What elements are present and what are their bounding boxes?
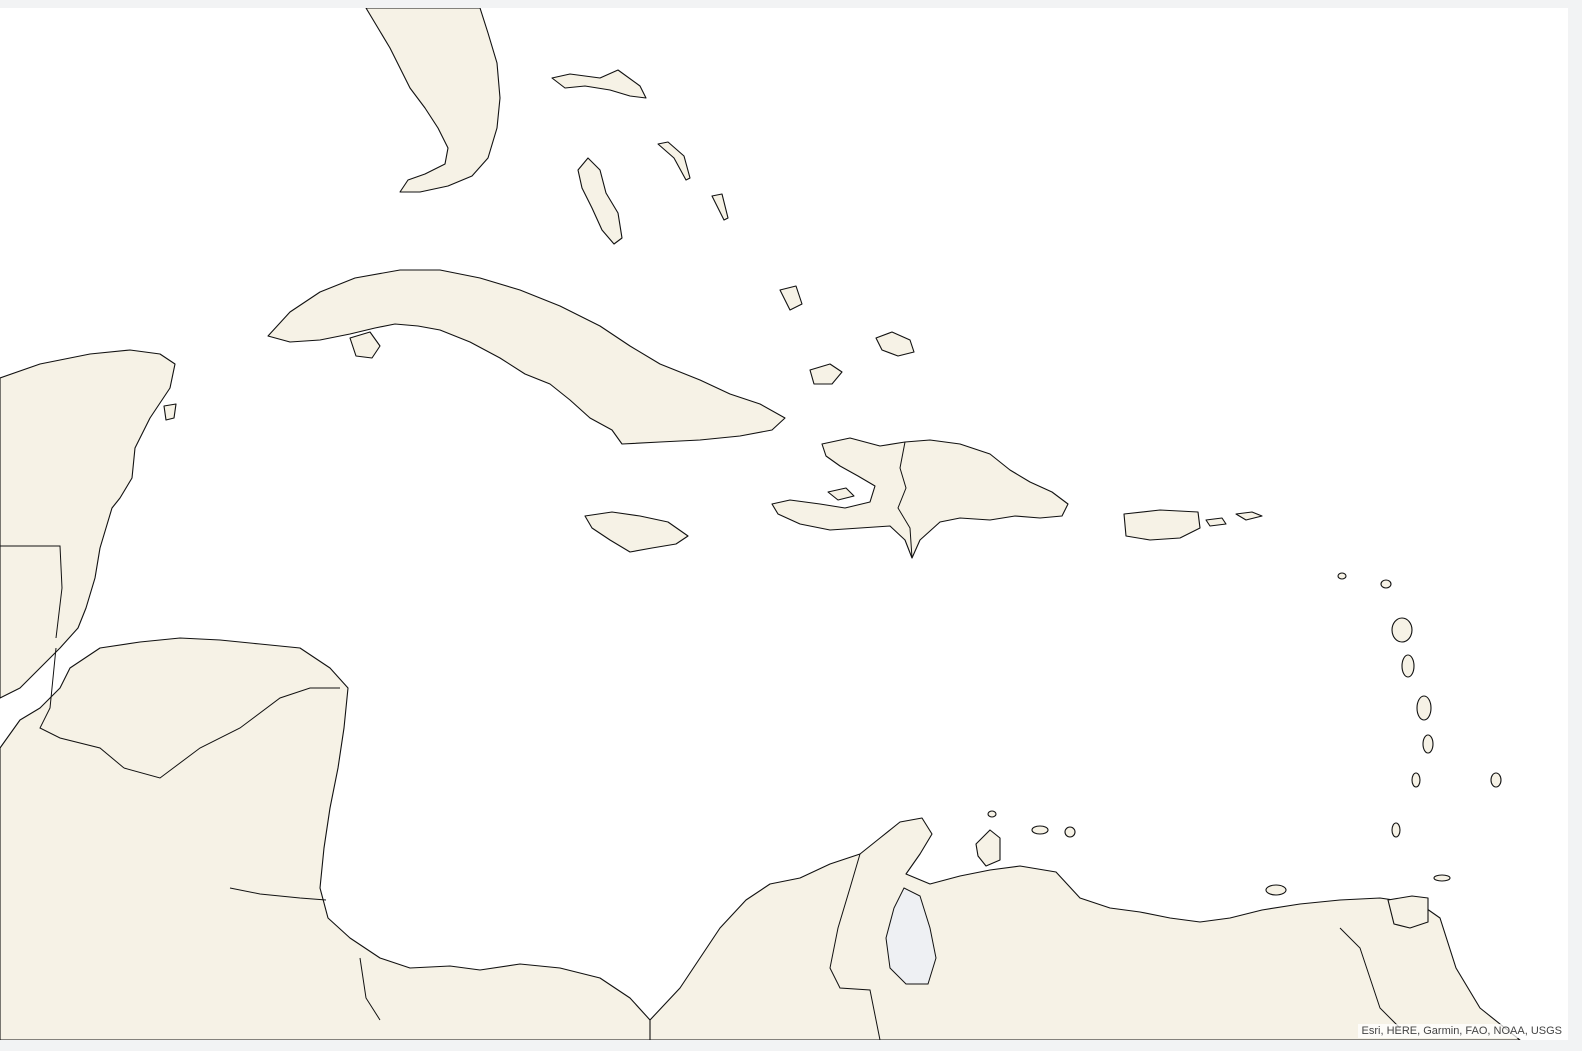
border-honduras-nicaragua xyxy=(123,687,340,779)
land-hispaniola xyxy=(771,437,1069,559)
land-margarita xyxy=(1265,884,1287,896)
border-costarica-panama xyxy=(359,957,381,1021)
land-cozumel xyxy=(163,403,177,421)
border-guatemala-honduras xyxy=(39,647,125,769)
land-yucatan xyxy=(0,349,176,699)
land-cuba xyxy=(267,269,786,445)
land-martinique xyxy=(1416,695,1432,721)
land-dominica xyxy=(1401,654,1415,678)
land-vieques xyxy=(1205,517,1227,527)
land-curacao xyxy=(1031,825,1049,835)
border-nicaragua-costarica xyxy=(229,887,327,901)
border-colombia-venezuela xyxy=(829,853,881,1040)
border-mexico-belize xyxy=(0,545,63,639)
land-eleuthera xyxy=(657,141,691,181)
land-florida xyxy=(365,8,501,193)
land-andros xyxy=(577,157,623,245)
land-jamaica xyxy=(584,511,689,553)
land-grand-bahama xyxy=(551,69,647,99)
land-barbados xyxy=(1490,772,1502,788)
border-haiti-dr xyxy=(897,441,913,559)
land-south-america xyxy=(649,817,1521,1040)
land-turks-caicos xyxy=(875,331,915,357)
land-st-kitts xyxy=(1337,572,1347,580)
window-edge-right xyxy=(1568,0,1582,1051)
land-long-island xyxy=(711,193,729,221)
land-tobago xyxy=(1433,874,1451,882)
land-st-lucia xyxy=(1422,734,1434,754)
map-viewport[interactable]: Esri, HERE, Garmin, FAO, NOAA, USGS xyxy=(0,8,1568,1040)
land-inagua xyxy=(809,363,843,385)
land-isla-juventud xyxy=(349,331,381,359)
land-guadeloupe xyxy=(1391,617,1413,643)
land-bonaire xyxy=(1064,826,1076,838)
land-gonave xyxy=(827,487,855,501)
window-edge-bottom xyxy=(0,1040,1582,1051)
land-trinidad xyxy=(1387,895,1429,929)
basemap-canvas[interactable] xyxy=(0,8,1568,1040)
land-virgin-islands xyxy=(1235,511,1263,521)
lake-maracaibo xyxy=(885,887,937,985)
land-grenada xyxy=(1391,822,1401,838)
land-central-america xyxy=(0,637,661,1040)
land-puerto-rico xyxy=(1123,509,1201,541)
map-attribution: Esri, HERE, Garmin, FAO, NOAA, USGS xyxy=(1357,1024,1566,1038)
border-venezuela-guyana xyxy=(1339,927,1401,1029)
land-aruba xyxy=(987,810,997,818)
land-acklins xyxy=(779,285,803,311)
land-antigua xyxy=(1380,579,1392,589)
land-paraguana xyxy=(975,829,1001,867)
land-st-vincent xyxy=(1411,772,1421,788)
